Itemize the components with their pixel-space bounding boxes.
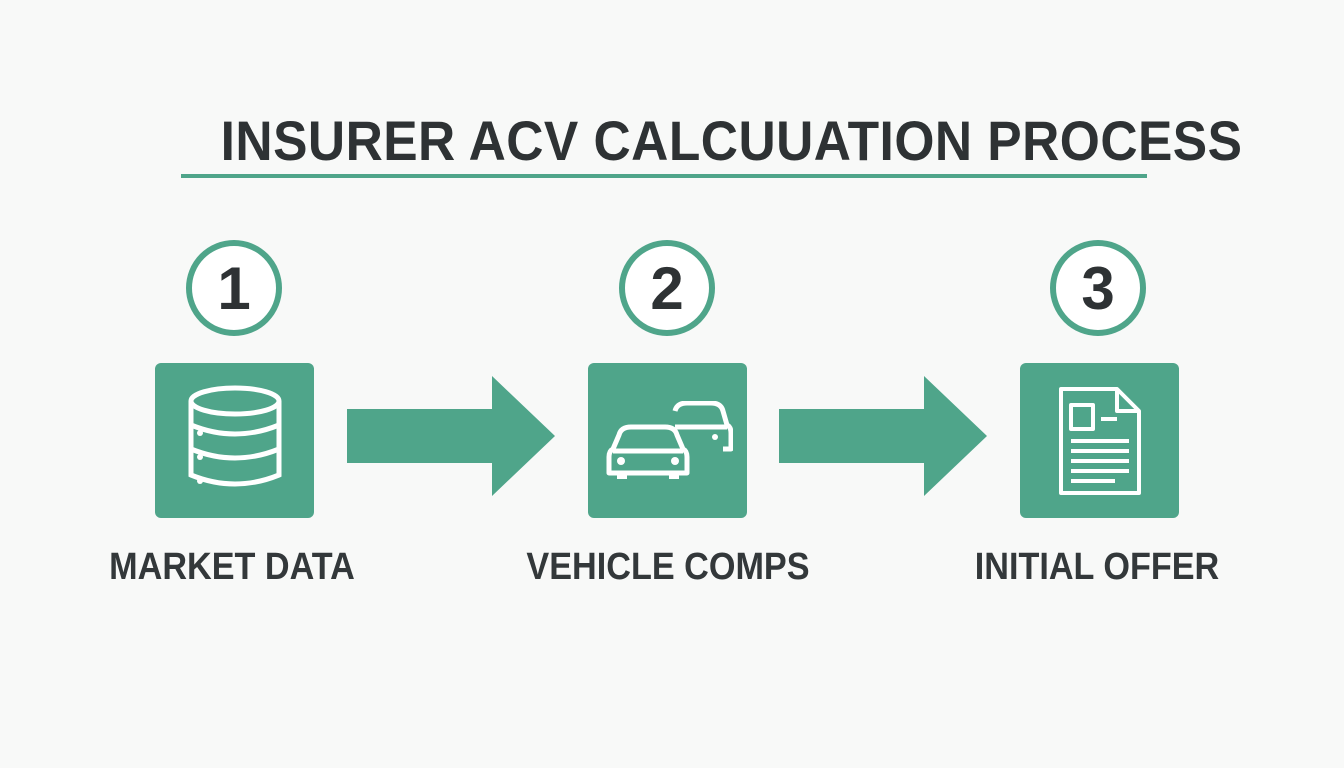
cars-icon [606, 400, 733, 479]
step-1-label: MARKET DATA [109, 546, 355, 588]
document-icon [1058, 386, 1141, 495]
title-underline [181, 174, 1147, 178]
step-3-number: 3 [1050, 240, 1146, 336]
arrow-right-icon [779, 376, 987, 496]
arrow-right-icon [347, 376, 555, 496]
step-1-number: 1 [186, 240, 282, 336]
diagram-title: INSURER ACV CALCUUATION PROCESS [220, 109, 1243, 172]
step-1-icon-box [155, 363, 314, 518]
step-2-icon-box [588, 363, 747, 518]
step-3-label: INITIAL OFFER [974, 546, 1220, 588]
step-2-label: VEHICLE COMPS [526, 546, 810, 588]
step-3-icon-box [1020, 363, 1179, 518]
step-2-number: 2 [619, 240, 715, 336]
database-icon [188, 385, 281, 486]
